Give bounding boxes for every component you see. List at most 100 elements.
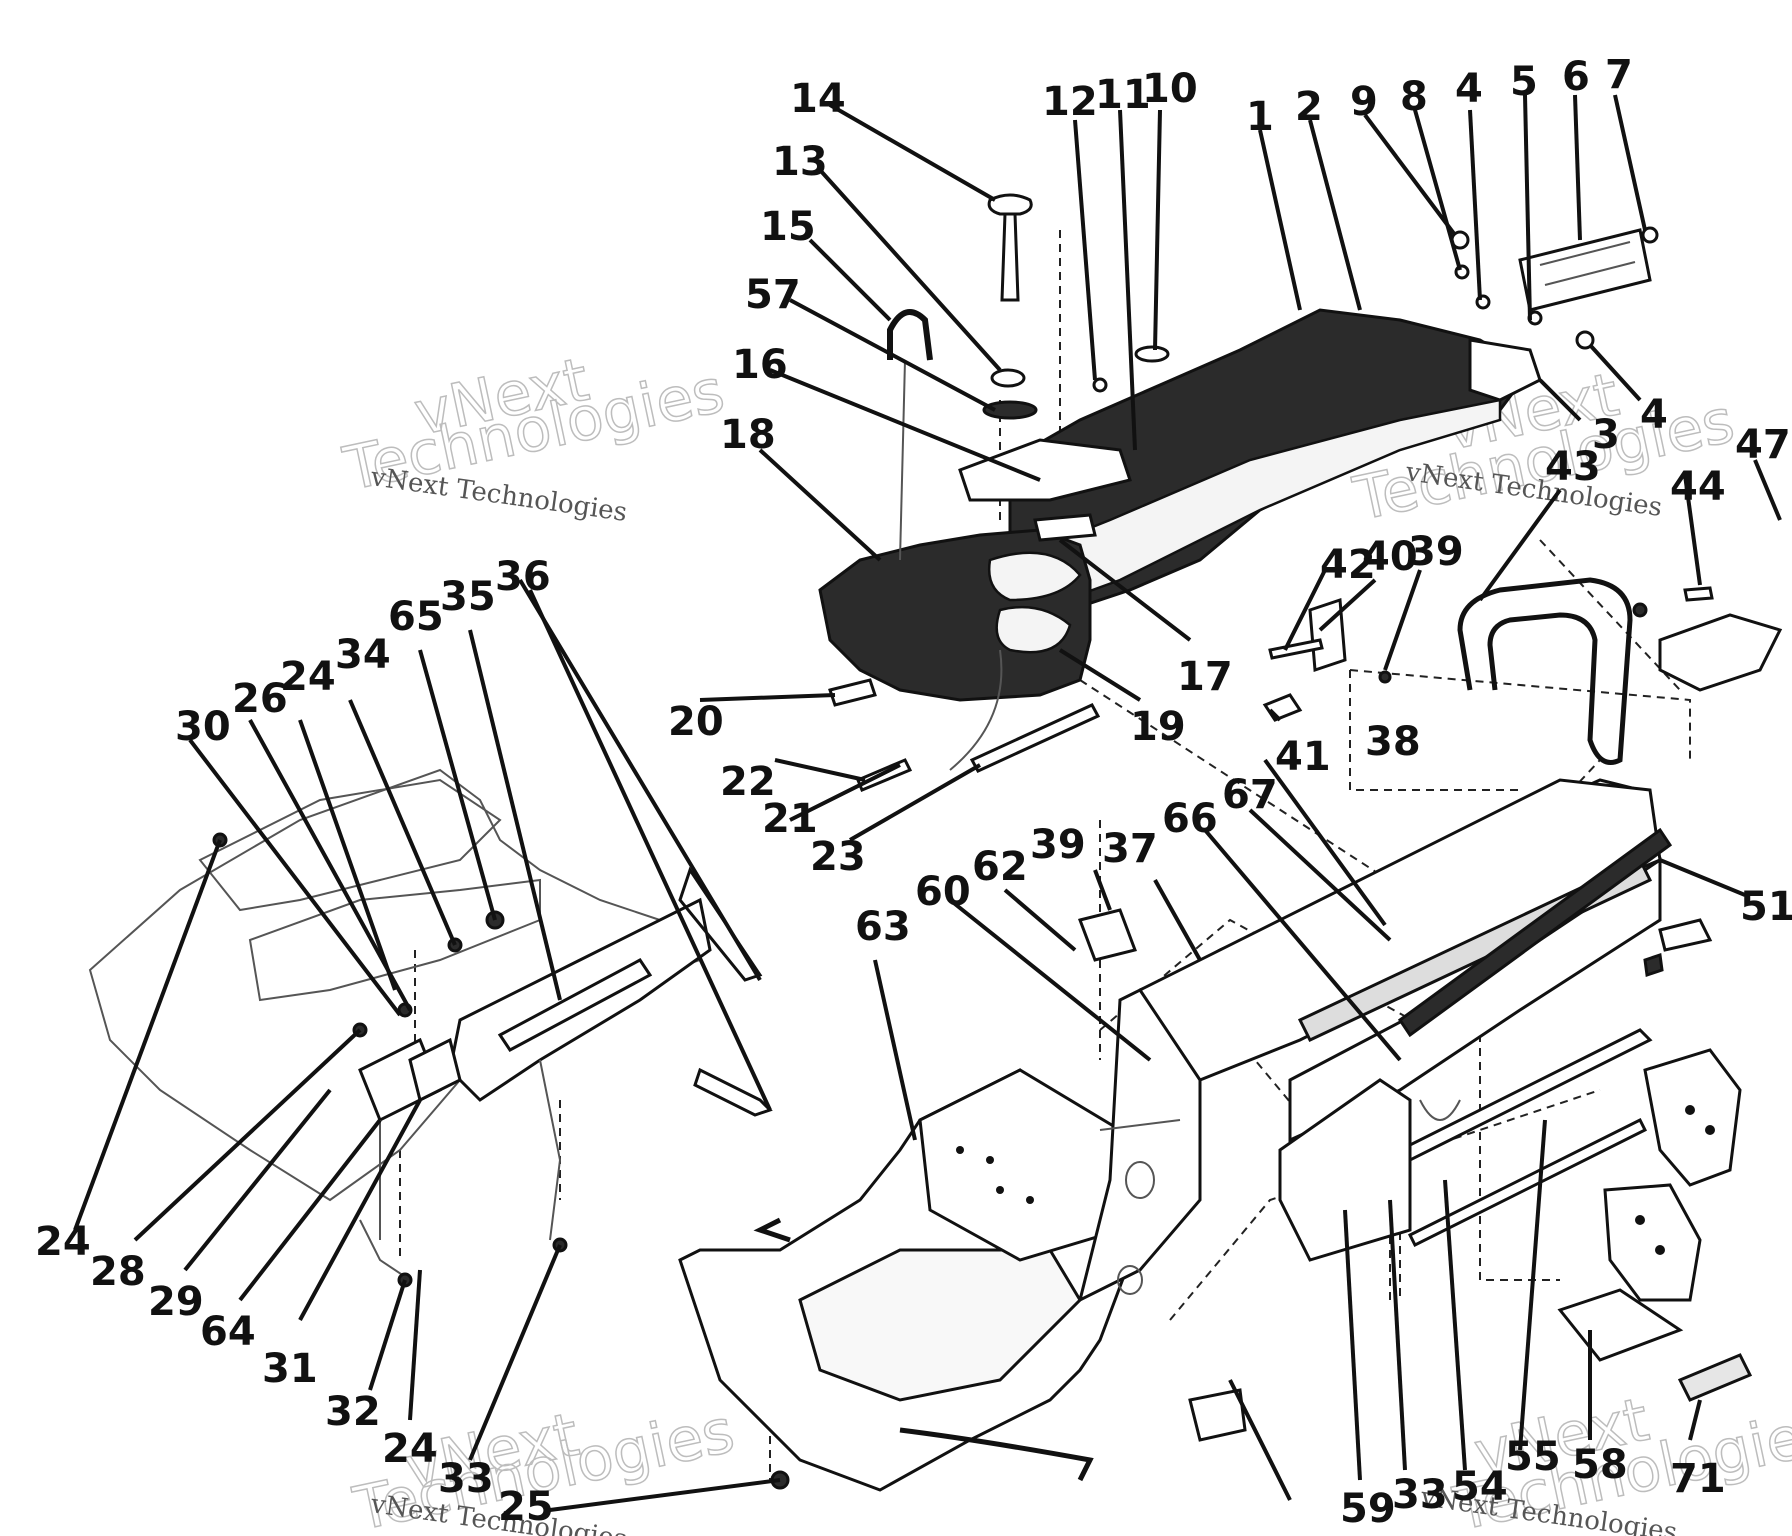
callout-43[interactable]: 43 <box>1545 444 1601 490</box>
callout-15[interactable]: 15 <box>760 204 816 250</box>
callout-14[interactable]: 14 <box>790 76 846 122</box>
callout-28[interactable]: 28 <box>90 1249 146 1295</box>
callout-32[interactable]: 32 <box>325 1389 381 1435</box>
seat-assembly <box>1008 226 1659 643</box>
callout-6[interactable]: 6 <box>1562 54 1590 100</box>
callout-8[interactable]: 8 <box>1400 74 1428 120</box>
callout-67[interactable]: 67 <box>1222 772 1278 818</box>
callout-13[interactable]: 13 <box>772 139 828 185</box>
callout-42[interactable]: 42 <box>1320 542 1376 588</box>
callout-29[interactable]: 29 <box>148 1279 204 1325</box>
callout-20[interactable]: 20 <box>668 699 724 745</box>
tunnel-cross-bar <box>1397 827 1673 1038</box>
hitch-pin <box>1268 638 1324 660</box>
callout-58[interactable]: 58 <box>1572 1442 1628 1488</box>
callout-47[interactable]: 47 <box>1735 422 1791 468</box>
callout-26[interactable]: 26 <box>232 676 288 722</box>
callout-4-lower[interactable]: 4 <box>1640 392 1668 438</box>
callout-62[interactable]: 62 <box>972 844 1028 890</box>
callout-4[interactable]: 4 <box>1455 66 1483 112</box>
seat-tail-bracket <box>1468 338 1542 402</box>
callout-66[interactable]: 66 <box>1162 796 1218 842</box>
bumper-bolt <box>1683 586 1714 602</box>
callout-40[interactable]: 40 <box>1362 534 1418 580</box>
callout-60[interactable]: 60 <box>915 869 971 915</box>
callout-7[interactable]: 7 <box>1605 52 1633 98</box>
fuel-tank-fill-neck <box>987 551 1082 602</box>
callout-33-right[interactable]: 33 <box>1392 1472 1448 1518</box>
front-bracket <box>1188 1388 1247 1442</box>
callout-34[interactable]: 34 <box>335 632 391 678</box>
callout-36[interactable]: 36 <box>495 554 551 600</box>
seat-grommet <box>1134 345 1170 363</box>
grab-bar <box>1457 577 1633 765</box>
callout-1[interactable]: 1 <box>1246 94 1274 140</box>
callout-54[interactable]: 54 <box>1452 1464 1508 1510</box>
callout-55[interactable]: 55 <box>1505 1434 1561 1480</box>
callout-59[interactable]: 59 <box>1340 1486 1396 1532</box>
hood-assembly <box>88 768 790 1490</box>
callout-24[interactable]: 24 <box>280 654 336 700</box>
callout-18[interactable]: 18 <box>720 412 776 458</box>
rail-stiffener <box>1407 1117 1648 1248</box>
mounting-block <box>1677 1353 1753 1402</box>
fuel-gauge-stem <box>1000 212 1020 302</box>
callout-64[interactable]: 64 <box>200 1309 256 1355</box>
callout-9[interactable]: 9 <box>1350 79 1378 125</box>
taillight-lens <box>1518 228 1652 312</box>
callout-24-left[interactable]: 24 <box>35 1219 91 1265</box>
belly-pan-floor <box>798 1248 1082 1402</box>
callout-31[interactable]: 31 <box>262 1346 318 1392</box>
callout-25[interactable]: 25 <box>498 1484 554 1530</box>
callout-30[interactable]: 30 <box>175 704 231 750</box>
callout-17[interactable]: 17 <box>1177 654 1233 700</box>
callout-19[interactable]: 19 <box>1130 704 1186 750</box>
bulkhead-plate <box>1278 1078 1412 1262</box>
callout-39-lower[interactable]: 39 <box>1030 822 1086 868</box>
side-bracket-upper <box>1643 1048 1742 1187</box>
steering-bracket <box>1078 908 1137 962</box>
fuel-gasket <box>990 368 1026 388</box>
callout-11[interactable]: 11 <box>1095 72 1151 118</box>
callout-57[interactable]: 57 <box>745 272 801 318</box>
callout-16[interactable]: 16 <box>732 342 788 388</box>
callout-5[interactable]: 5 <box>1510 59 1538 105</box>
seat-nut <box>1575 330 1595 350</box>
callout-2[interactable]: 2 <box>1295 84 1323 130</box>
callout-41[interactable]: 41 <box>1275 734 1331 780</box>
callout-24-bottom[interactable]: 24 <box>382 1426 438 1472</box>
callout-10[interactable]: 10 <box>1142 66 1198 112</box>
bumper-bracket <box>1658 613 1783 692</box>
belly-pan-assembly <box>678 908 1202 1492</box>
callout-44[interactable]: 44 <box>1670 464 1726 510</box>
seat-bolt <box>1641 226 1659 244</box>
callout-63[interactable]: 63 <box>855 904 911 950</box>
callout-65[interactable]: 65 <box>388 594 444 640</box>
tank-grommet <box>1033 513 1097 542</box>
callout-71[interactable]: 71 <box>1670 1456 1726 1502</box>
hitch-clip <box>1262 693 1303 722</box>
callout-3[interactable]: 3 <box>1592 412 1620 458</box>
callout-38[interactable]: 38 <box>1365 719 1421 765</box>
callout-51[interactable]: 51 <box>1740 884 1792 930</box>
side-panel-left <box>1077 988 1202 1303</box>
bracket-group <box>1188 1048 1753 1442</box>
callout-37[interactable]: 37 <box>1102 826 1158 872</box>
tunnel-bracket <box>1643 953 1664 977</box>
hood-trim-strip <box>497 958 653 1052</box>
callout-21[interactable]: 21 <box>762 796 818 842</box>
callout-22[interactable]: 22 <box>720 759 776 805</box>
callout-33[interactable]: 33 <box>438 1456 494 1502</box>
side-bracket-lower <box>1603 1183 1702 1302</box>
callout-23[interactable]: 23 <box>810 834 866 880</box>
fuel-tank-cutout <box>995 605 1072 654</box>
rail-end <box>1658 918 1713 952</box>
fuel-fitting <box>828 678 877 707</box>
tank-strap <box>958 438 1132 502</box>
callout-12[interactable]: 12 <box>1042 79 1098 125</box>
callout-39[interactable]: 39 <box>1408 529 1464 575</box>
bumper-nut <box>1378 670 1392 684</box>
callout-35[interactable]: 35 <box>440 574 496 620</box>
seat-rivet <box>1092 377 1108 393</box>
